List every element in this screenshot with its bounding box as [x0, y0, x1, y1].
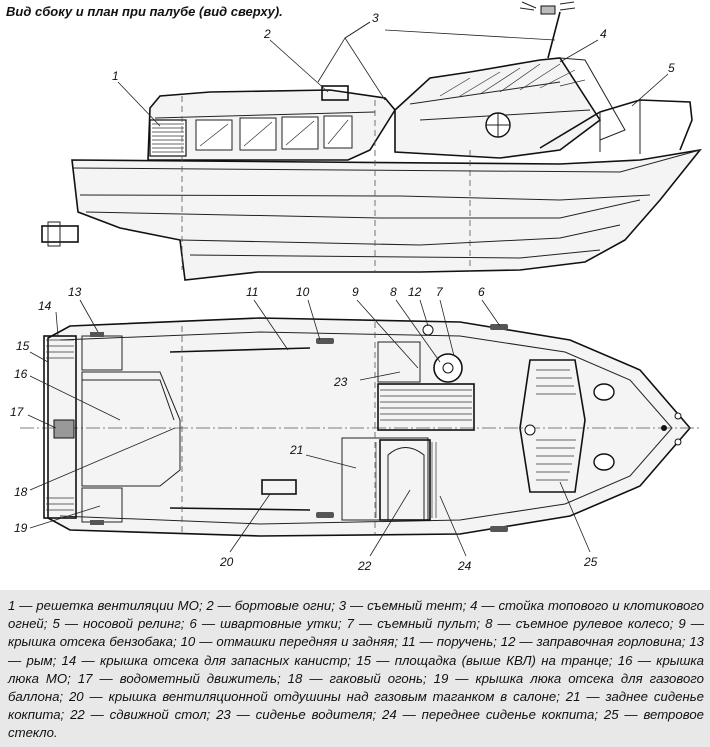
ring-stern-left: [90, 332, 104, 337]
callout-22: 22: [357, 559, 372, 573]
callout-12: 12: [408, 285, 422, 299]
plan-view: [20, 317, 700, 537]
side-view: [41, 1, 702, 281]
callout-18: 18: [14, 485, 28, 499]
callout-25: 25: [583, 555, 598, 569]
callout-5: 5: [668, 61, 675, 75]
boat-drawing: 1 2 3 4 5 6 7 8 9 10 11 12 13 14 15 16 1…: [10, 1, 702, 573]
callout-20: 20: [219, 555, 234, 569]
callout-9: 9: [352, 285, 359, 299]
callout-23: 23: [333, 375, 348, 389]
fender-left: [316, 338, 334, 344]
callout-21: 21: [289, 443, 303, 457]
callout-3: 3: [372, 11, 379, 25]
cleat-left: [490, 324, 508, 330]
callout-4: 4: [600, 27, 607, 41]
cleat-right: [490, 526, 508, 532]
vent-cover: [261, 479, 297, 495]
callout-17: 17: [10, 405, 25, 419]
driver-seat: [377, 383, 475, 431]
callout-13: 13: [68, 285, 82, 299]
leader-lines: [27, 21, 669, 557]
sliding-table: [379, 439, 431, 521]
callout-19: 19: [14, 521, 28, 535]
caption-background: [0, 590, 710, 747]
callout-16: 16: [14, 367, 28, 381]
callout-11: 11: [246, 285, 258, 299]
callout-1: 1: [112, 69, 119, 83]
callout-8: 8: [390, 285, 397, 299]
callout-10: 10: [296, 285, 310, 299]
callout-24: 24: [457, 559, 472, 573]
callout-15: 15: [16, 339, 30, 353]
side-lights: [321, 85, 349, 101]
vent-grille: [149, 119, 187, 157]
callout-2: 2: [263, 27, 271, 41]
water-jet-plan: [53, 419, 75, 439]
windshield: [519, 359, 586, 493]
transom-platform: [43, 335, 77, 519]
callout-14: 14: [38, 299, 52, 313]
fender-right: [316, 512, 334, 518]
fuel-filler: [422, 324, 434, 336]
figure-caption: 1 — решетка вентиляции МО; 2 — бортовые …: [8, 598, 704, 741]
figure-title: Вид сбоку и план при палубе (вид сверху)…: [6, 4, 283, 19]
callout-labels: 1 2 3 4 5 6 7 8 9 10 11 12 13 14 15 16 1…: [10, 11, 675, 573]
masthead-light: [540, 5, 556, 15]
callout-6: 6: [478, 285, 485, 299]
callout-7: 7: [436, 285, 444, 299]
ring-stern-right: [90, 520, 104, 525]
